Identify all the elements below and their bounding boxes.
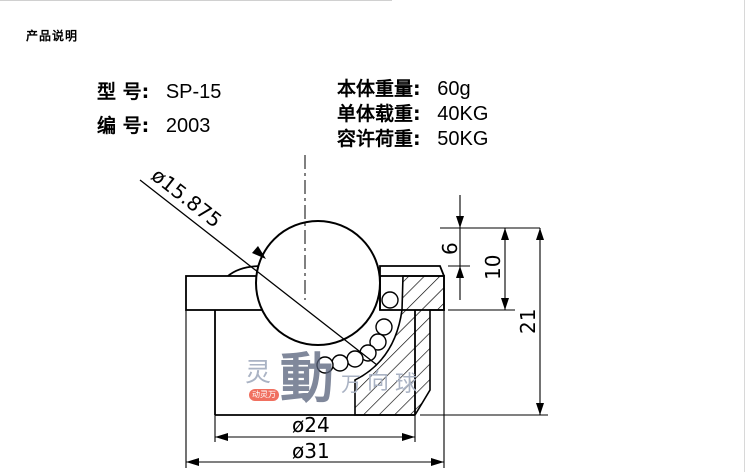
arrow (431, 458, 444, 466)
arrow (456, 216, 464, 228)
vertical-dimensions (420, 195, 548, 416)
cap-right (379, 265, 445, 277)
support-ball (316, 356, 334, 374)
support-balls (316, 291, 399, 374)
spec-load: 单体载重: 40KG (337, 99, 488, 126)
arrow (186, 458, 199, 466)
spec-weight-label: 本体重量: (337, 78, 421, 100)
spec-allowable-load-value: 50KG (437, 128, 489, 150)
spec-weight-value: 60g (437, 78, 471, 100)
page-heading: 产品说明 (26, 29, 79, 43)
arrow (501, 298, 509, 310)
support-ball (375, 318, 393, 336)
spec-load-label: 单体载重: (337, 103, 421, 125)
spec-model: 型 号: SP-15 (97, 77, 221, 104)
arrow (501, 228, 509, 240)
arrow (536, 228, 544, 240)
support-ball (346, 350, 364, 368)
spec-weight: 本体重量: 60g (337, 74, 471, 101)
vertical-dim-arrows (456, 216, 544, 415)
arrow (456, 266, 464, 278)
watermark-badge: 动灵万 (249, 389, 279, 401)
watermark-logo-char: 動 (280, 346, 334, 410)
dim-d24-label: ø24 (292, 413, 330, 437)
dim-10-label: 10 (481, 255, 505, 280)
watermark-char: 向 (367, 370, 390, 395)
spec-code: 编 号: 2003 (97, 111, 210, 138)
arrow (536, 403, 544, 415)
support-ball (381, 291, 399, 309)
dim-21-label: 21 (516, 309, 540, 334)
spec-code-label: 编 号: (97, 115, 150, 137)
arrow (215, 433, 228, 441)
leader-line (139, 179, 378, 366)
leader-arrow (252, 246, 266, 259)
spec-allowable-load: 容许荷重: 50KG (337, 124, 488, 151)
ball-diameter-label: ø15.875 (147, 163, 227, 233)
dim-d31-label: ø31 (292, 439, 330, 463)
support-ball (369, 333, 387, 351)
section-hatch (354, 275, 445, 416)
arrow (402, 433, 415, 441)
horizontal-dimensions (185, 310, 445, 468)
spec-allowable-load-label: 容许荷重: (337, 128, 421, 150)
top-divider (0, 0, 392, 1)
watermark-char: 万 (341, 372, 361, 396)
spec-load-value: 40KG (437, 103, 489, 125)
right-divider (744, 0, 745, 472)
main-ball (255, 220, 381, 346)
watermark-char: 灵 (245, 358, 272, 388)
spec-code-value: 2003 (165, 115, 211, 137)
spec-model-value: SP-15 (165, 81, 222, 103)
dim-6-label: 6 (438, 242, 462, 255)
watermark-char: 球 (395, 372, 418, 397)
horizontal-dim-arrows (186, 433, 444, 466)
spec-model-label: 型 号: (97, 81, 150, 103)
